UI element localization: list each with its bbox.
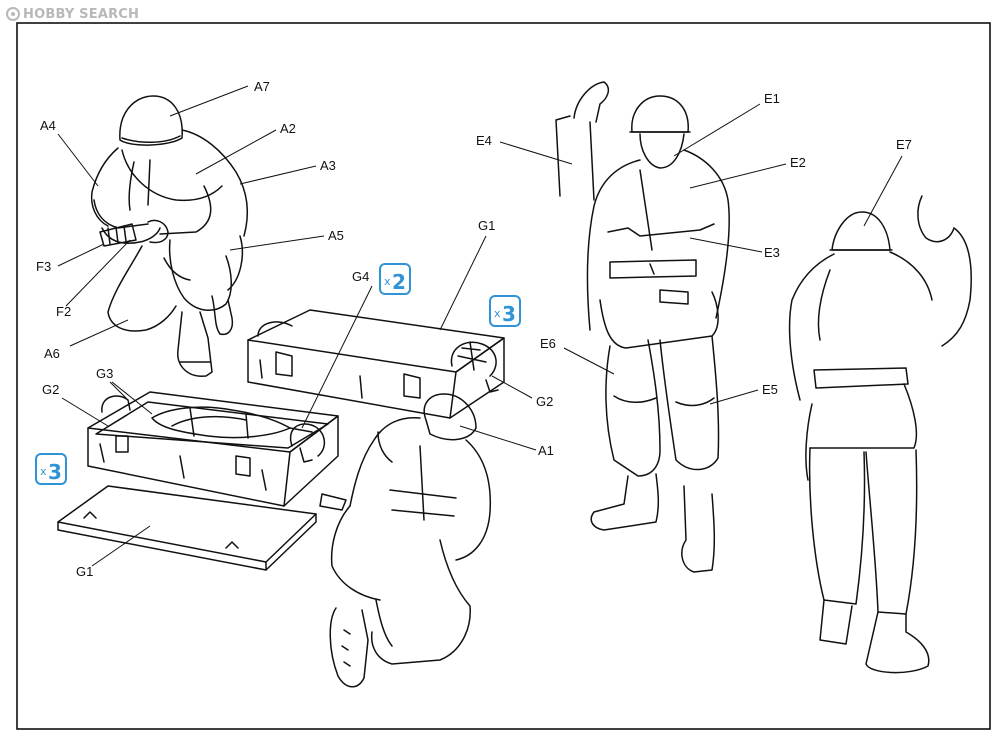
multiplier-badge-lid: x 3	[35, 453, 67, 485]
multiplier-x: x	[384, 275, 391, 288]
crouching-soldier-figure	[90, 95, 249, 377]
standing-soldier-saluting-figure	[555, 81, 730, 573]
multiplier-count: 2	[392, 270, 406, 294]
label-g2-left: G2	[42, 382, 59, 397]
open-ammo-box	[87, 391, 339, 507]
multiplier-badge-g4: x 2	[379, 263, 411, 295]
label-a4: A4	[40, 118, 56, 133]
label-a6: A6	[44, 346, 60, 361]
label-e5: E5	[762, 382, 778, 397]
standing-soldier-rear-figure	[788, 195, 972, 674]
label-e3: E3	[764, 245, 780, 260]
label-g2-right: G2	[536, 394, 553, 409]
hobby-search-logo-icon	[6, 7, 20, 21]
label-e7: E7	[896, 137, 912, 152]
label-a1: A1	[538, 443, 554, 458]
multiplier-badge-g1: x 3	[489, 295, 521, 327]
multiplier-x: x	[40, 465, 47, 478]
label-e1: E1	[764, 91, 780, 106]
multiplier-count: 3	[48, 460, 62, 484]
kneeling-soldier-figure	[319, 393, 492, 688]
watermark-text: HOBBY SEARCH	[23, 6, 140, 22]
label-g4: G4	[352, 269, 369, 284]
box-lid	[57, 485, 317, 571]
label-e2: E2	[790, 155, 806, 170]
label-a7: A7	[254, 79, 270, 94]
closed-ammo-box	[247, 309, 505, 419]
diagram-frame	[16, 22, 991, 730]
multiplier-count: 3	[502, 302, 516, 326]
label-a2: A2	[280, 121, 296, 136]
label-f3: F3	[36, 259, 51, 274]
watermark: HOBBY SEARCH	[6, 4, 139, 24]
label-a3: A3	[320, 158, 336, 173]
leader-lines	[57, 85, 903, 567]
label-g3: G3	[96, 366, 113, 381]
label-e4: E4	[476, 133, 492, 148]
label-a5: A5	[328, 228, 344, 243]
label-f2: F2	[56, 304, 71, 319]
label-e6: E6	[540, 336, 556, 351]
multiplier-x: x	[494, 307, 501, 320]
label-g1-box: G1	[478, 218, 495, 233]
label-g1-lid: G1	[76, 564, 93, 579]
